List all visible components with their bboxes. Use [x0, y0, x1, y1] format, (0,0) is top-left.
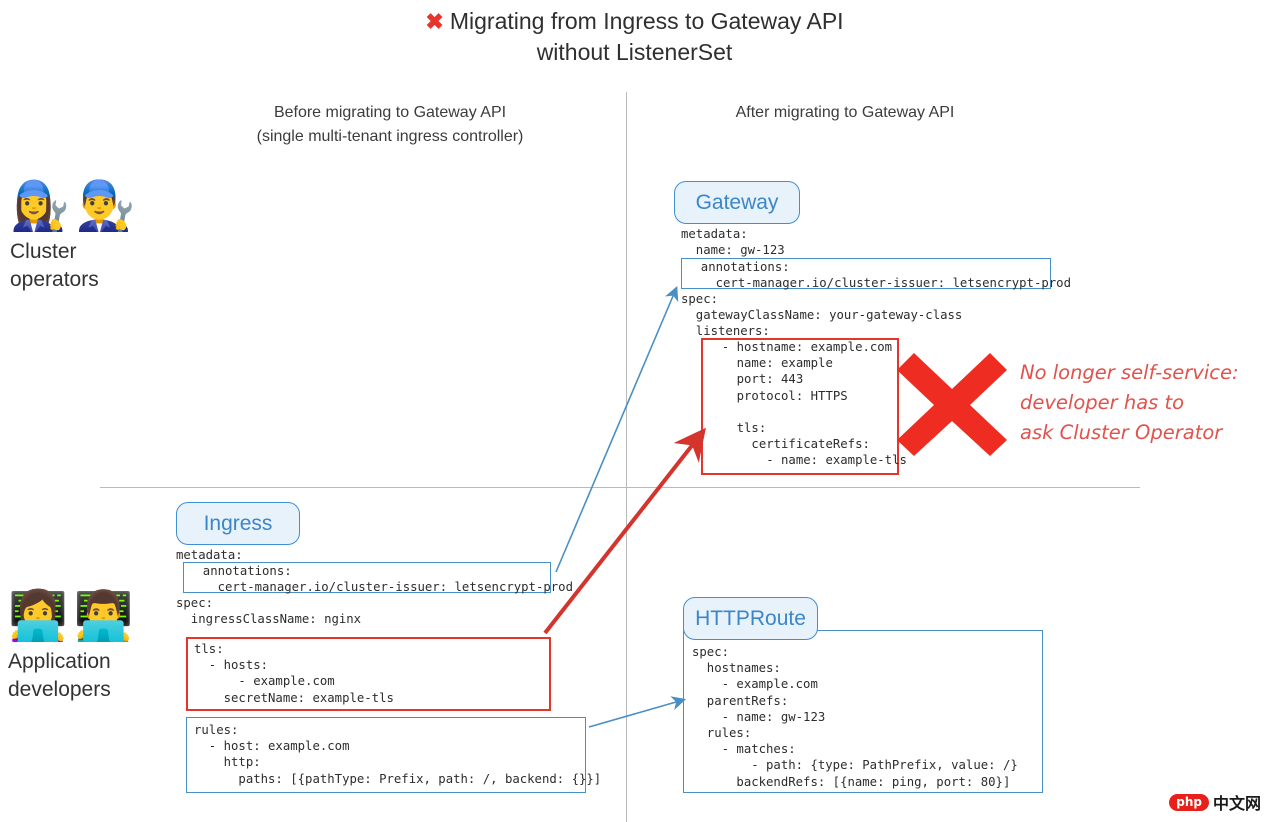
- title-line-1-text: Migrating from Ingress to Gateway API: [449, 8, 844, 34]
- page-title: ✖Migrating from Ingress to Gateway API w…: [0, 6, 1269, 67]
- persona-app-developers-label: Application developers: [8, 650, 111, 701]
- big-red-x-icon: [897, 353, 1007, 456]
- annotation-note-line-3: ask Cluster Operator: [1020, 421, 1223, 444]
- mechanic-people-icon: 👩‍🔧👨‍🔧: [10, 178, 142, 234]
- arrow-ingress-rules-to-httproute: [588, 696, 687, 728]
- ingress-yaml-rules: rules: - host: example.com http: paths: …: [194, 723, 602, 786]
- httproute-box: [683, 630, 1043, 793]
- gateway-yaml-metadata: metadata: name: gw-123: [681, 227, 785, 258]
- gateway-pill: Gateway: [674, 181, 800, 224]
- httproute-yaml-body: spec: hostnames: - example.com parentRef…: [692, 645, 1018, 789]
- annotation-note-line-1: No longer self-service:: [1020, 361, 1239, 384]
- persona-cluster-operators: 👩‍🔧👨‍🔧 Cluster operators: [10, 178, 170, 294]
- horizontal-divider: [100, 487, 1140, 488]
- ingress-tls-highlight: [186, 637, 551, 711]
- gateway-annotations-highlight: [681, 258, 1051, 289]
- ingress-yaml-metadata: metadata:: [176, 548, 243, 562]
- persona-cluster-operators-label: Cluster operators: [10, 240, 99, 291]
- title-line-2: without ListenerSet: [536, 39, 733, 65]
- vertical-divider: [626, 92, 627, 822]
- persona-app-developers: 👩‍💻👨‍💻 Application developers: [8, 588, 188, 704]
- annotation-note-line-2: developer has to: [1020, 391, 1185, 414]
- title-line-1: ✖Migrating from Ingress to Gateway API: [0, 6, 1269, 37]
- column-heading-before: Before migrating to Gateway API (single …: [256, 104, 524, 145]
- gateway-yaml-listener: - hostname: example.com name: example po…: [721, 340, 907, 468]
- column-heading-after: After migrating to Gateway API: [735, 104, 955, 121]
- httproute-pill: HTTPRoute: [683, 597, 818, 640]
- annotation-note-no-longer-self-service: No longer self-service: developer has to…: [1020, 358, 1269, 448]
- ingress-yaml-spec: spec: ingressClassName: nginx: [176, 596, 362, 627]
- arrow-ingress-annotations-to-gateway-spec: [555, 286, 679, 573]
- technologist-people-icon: 👩‍💻👨‍💻: [8, 588, 140, 644]
- ingress-yaml-annotations: annotations: cert-manager.io/cluster-iss…: [202, 564, 573, 595]
- gateway-yaml-spec: spec: gatewayClassName: your-gateway-cla…: [681, 292, 963, 339]
- red-x-icon: ✖: [425, 9, 444, 34]
- watermark-text: 中文网: [1212, 794, 1261, 813]
- ingress-pill: Ingress: [176, 502, 300, 545]
- gateway-yaml-annotations: annotations: cert-manager.io/cluster-iss…: [700, 260, 1071, 291]
- arrow-ingress-tls-to-gateway-listener: [543, 427, 706, 635]
- ingress-yaml-tls: tls: - hosts: - example.com secretName: …: [194, 642, 394, 705]
- watermark: php 中文网: [1169, 790, 1261, 814]
- ingress-rules-highlight: [186, 717, 586, 793]
- gateway-listener-highlight: [701, 338, 899, 475]
- watermark-badge: php: [1169, 793, 1209, 811]
